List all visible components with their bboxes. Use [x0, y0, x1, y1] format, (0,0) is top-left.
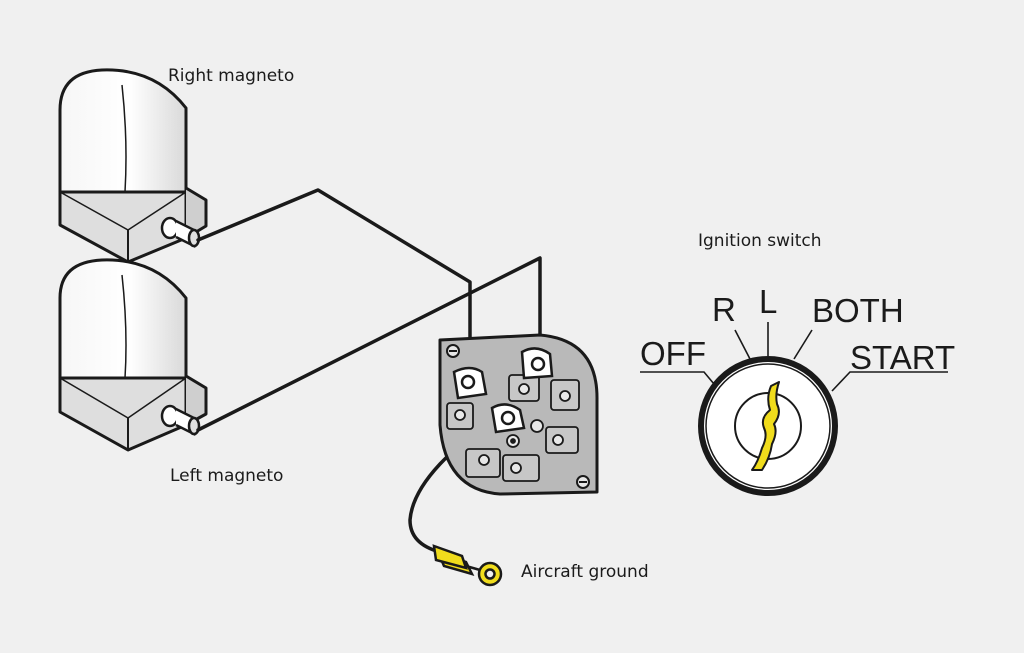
- right-magneto-wire: [196, 188, 472, 374]
- right-magneto-connector: [160, 216, 201, 249]
- position-l-label: L: [759, 283, 778, 320]
- switch-terminal-panel: [438, 333, 599, 496]
- ignition-switch: [640, 322, 948, 496]
- position-off-label: OFF: [640, 335, 706, 372]
- left-magneto-body: [58, 258, 208, 452]
- right-magneto-body: [58, 68, 208, 264]
- panel-terminals: [446, 374, 580, 482]
- ignition-switch-label: Ignition switch: [698, 231, 822, 251]
- position-leader-lines: [640, 322, 948, 392]
- left-magneto-label: Left magneto: [170, 466, 284, 486]
- wire-lug-terminals: [452, 347, 554, 434]
- ignition-key: [751, 381, 780, 471]
- left-magneto-connector: [160, 404, 201, 437]
- aircraft-ground-label: Aircraft ground: [521, 562, 649, 582]
- left-magneto-wire: [196, 256, 542, 432]
- right-magneto-label: Right magneto: [168, 66, 295, 86]
- ground-ring-terminal: [432, 544, 503, 587]
- position-r-label: R: [712, 291, 736, 328]
- position-both-label: BOTH: [812, 292, 904, 329]
- position-start-label: START: [850, 339, 956, 376]
